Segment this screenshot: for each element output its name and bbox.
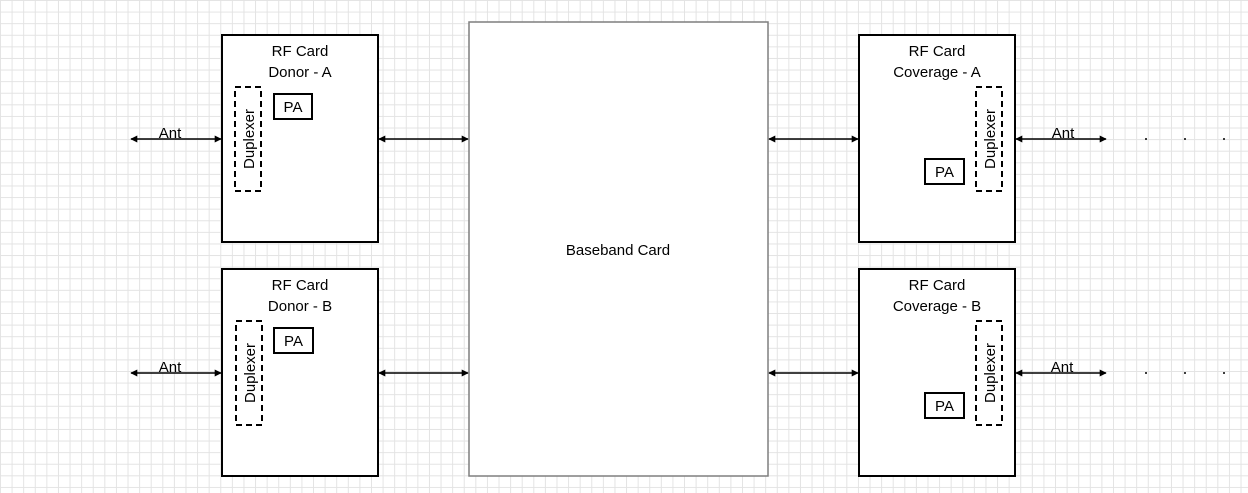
- pa-block: PA: [273, 93, 313, 120]
- antenna-connection-donor-b: Ant: [130, 359, 222, 377]
- baseband-card-label: Baseband Card: [566, 242, 670, 259]
- rf-card-coverage-a[interactable]: RF Card Coverage - A Duplexer PA: [858, 34, 1016, 243]
- card-title: RF Card: [272, 43, 329, 60]
- duplexer-label: Duplexer: [242, 343, 259, 403]
- continuation-dots-top: [1145, 138, 1225, 140]
- antenna-connection-coverage-a: Ant: [1015, 125, 1107, 143]
- pa-block: PA: [924, 392, 965, 419]
- antenna-label: Ant: [159, 125, 182, 142]
- duplexer-label: Duplexer: [982, 109, 999, 169]
- duplexer-box: [234, 86, 262, 192]
- rf-card-donor-a[interactable]: RF Card Donor - A Duplexer PA: [221, 34, 379, 243]
- duplexer-box: [975, 86, 1003, 192]
- card-subtitle: Coverage - A: [893, 64, 981, 81]
- duplexer-label: Duplexer: [241, 109, 258, 169]
- card-title: RF Card: [909, 43, 966, 60]
- pa-label: PA: [935, 164, 954, 181]
- duplexer-box: [235, 320, 263, 426]
- duplexer-label: Duplexer: [982, 343, 999, 403]
- duplexer-box: [975, 320, 1003, 426]
- baseband-card[interactable]: Baseband Card: [468, 21, 769, 477]
- card-subtitle: Donor - B: [268, 298, 332, 315]
- continuation-dots-bottom: [1145, 372, 1225, 374]
- pa-label: PA: [284, 99, 303, 116]
- card-subtitle: Coverage - B: [893, 298, 981, 315]
- pa-label: PA: [284, 333, 303, 350]
- pa-label: PA: [935, 398, 954, 415]
- pa-block: PA: [924, 158, 965, 185]
- card-subtitle: Donor - A: [268, 64, 331, 81]
- antenna-connection-coverage-b: Ant: [1015, 359, 1107, 377]
- antenna-connection-donor-a: Ant: [130, 125, 222, 143]
- rf-card-coverage-b[interactable]: RF Card Coverage - B Duplexer PA: [858, 268, 1016, 477]
- rf-card-donor-b[interactable]: RF Card Donor - B Duplexer PA: [221, 268, 379, 477]
- card-title: RF Card: [909, 277, 966, 294]
- card-title: RF Card: [272, 277, 329, 294]
- antenna-label: Ant: [159, 359, 182, 376]
- antenna-label: Ant: [1052, 125, 1075, 142]
- antenna-label: Ant: [1051, 359, 1074, 376]
- pa-block: PA: [273, 327, 314, 354]
